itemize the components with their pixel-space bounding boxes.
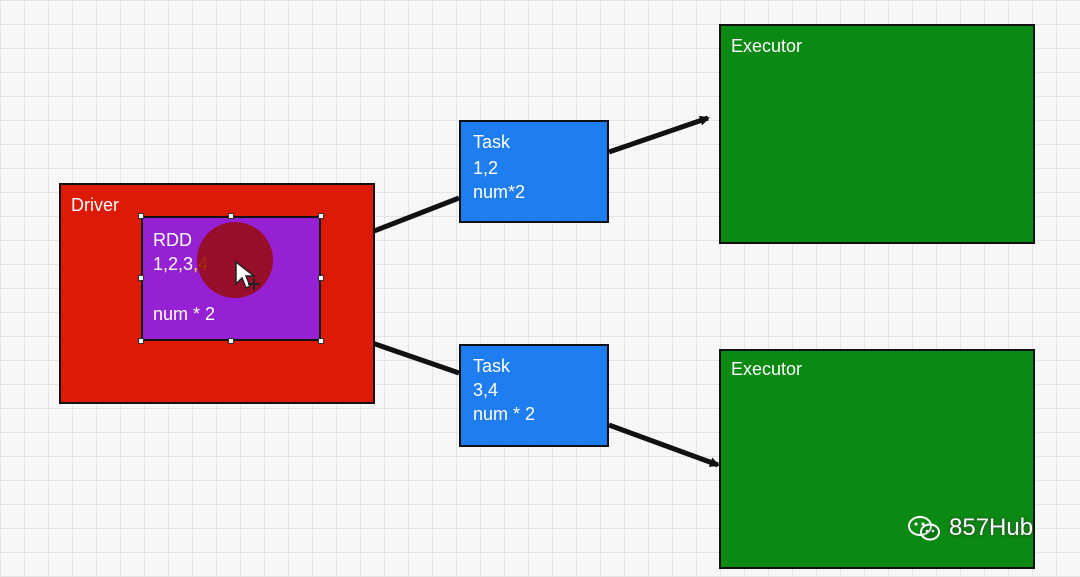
executor-label: Executor [731, 36, 803, 56]
task-label: Task [473, 356, 511, 376]
driver-label: Driver [71, 195, 119, 215]
cursor-highlight [197, 222, 273, 298]
selection-handle[interactable] [318, 213, 324, 219]
task-box-2[interactable]: Task 3,4 num * 2 [459, 344, 609, 447]
selection-handle[interactable] [138, 338, 144, 344]
selection-handle[interactable] [228, 213, 234, 219]
task-op: num*2 [473, 182, 526, 202]
executor-box-2[interactable]: Executor [719, 349, 1035, 569]
move-cursor-icon [235, 260, 260, 290]
task-op: num * 2 [473, 404, 536, 424]
task-values: 3,4 [473, 380, 499, 400]
wechat-icon [908, 516, 940, 541]
rdd-op: num * 2 [153, 304, 216, 324]
selection-handle[interactable] [318, 275, 324, 281]
arrow-task2-executor2 [608, 422, 720, 468]
rdd-label: RDD [153, 230, 192, 250]
selection-handle[interactable] [138, 213, 144, 219]
selection-handle[interactable] [138, 275, 144, 281]
executor-label: Executor [731, 359, 803, 379]
task-box-1[interactable]: Task 1,2 num*2 [459, 120, 609, 223]
task-values: 1,2 [473, 158, 499, 178]
executor-box-1[interactable]: Executor [719, 24, 1035, 244]
rdd-values-prefix: 1,2,3 [153, 254, 194, 274]
task-label: Task [473, 132, 511, 152]
selection-handle[interactable] [228, 338, 234, 344]
watermark-text: 857Hub [949, 514, 1034, 541]
selection-handle[interactable] [318, 338, 324, 344]
arrow-task1-executor1 [608, 115, 710, 155]
watermark: 857Hub [907, 514, 1033, 542]
